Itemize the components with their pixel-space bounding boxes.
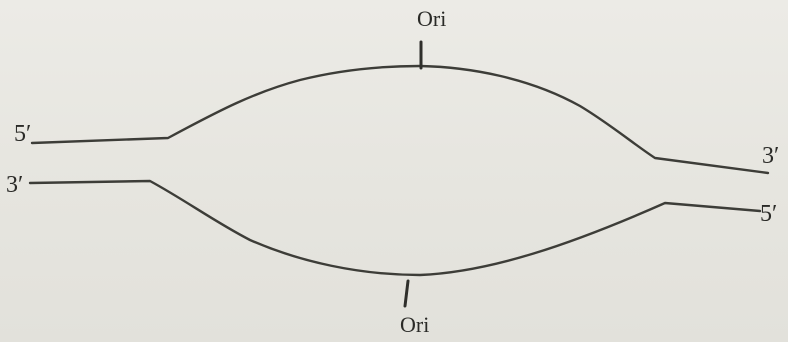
top-strand-right-end-label: 3′ — [762, 143, 780, 169]
top-strand-left-end-label: 5′ — [14, 121, 32, 147]
bottom-strand-right-end-label: 5′ — [760, 201, 778, 227]
bottom-strand — [28, 179, 762, 277]
bottom-strand-left-end-label: 3′ — [6, 172, 24, 198]
bottom-ori-marker — [403, 279, 410, 308]
top-ori-label: Ori — [417, 6, 447, 31]
top-strand — [30, 64, 770, 175]
bottom-ori-label: Ori — [400, 312, 430, 337]
